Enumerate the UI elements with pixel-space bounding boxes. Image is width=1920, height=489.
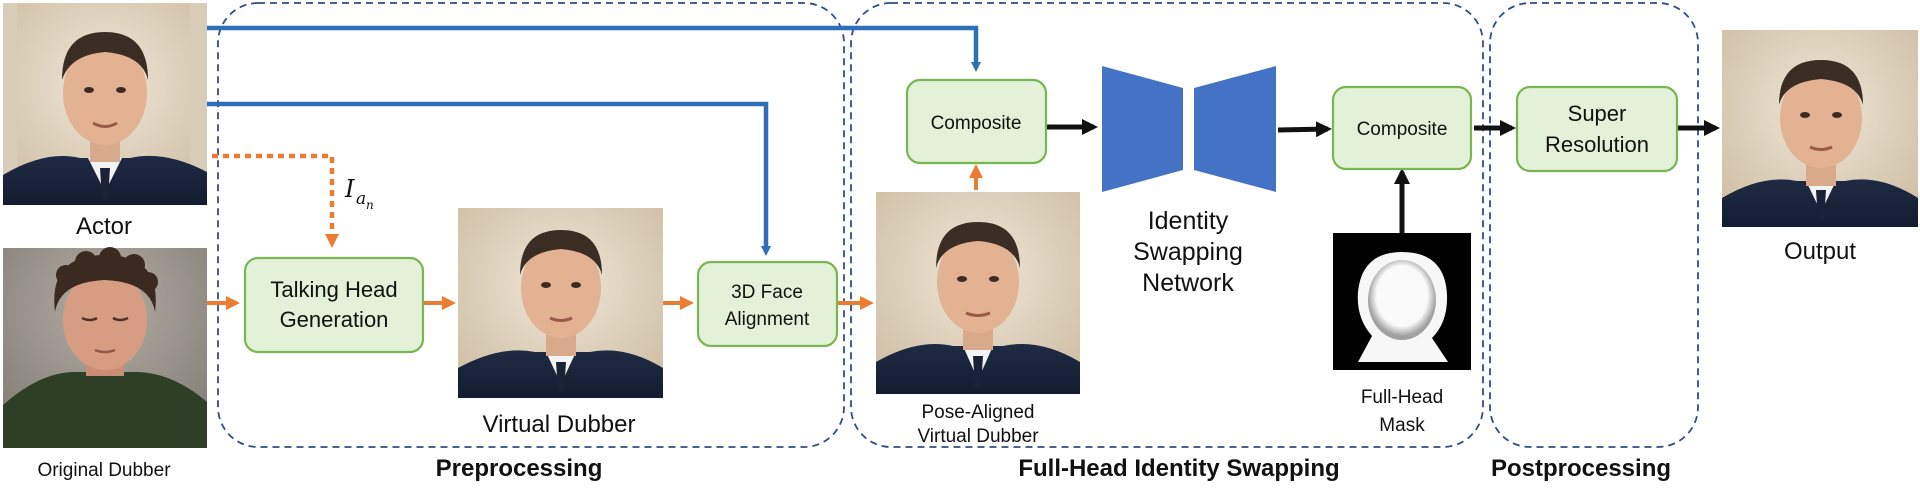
super-resolution-label-1: Super xyxy=(1568,101,1627,126)
network-to-composite-arrow xyxy=(1277,121,1332,138)
full-head-mask xyxy=(1333,233,1471,370)
actor-to-alignment-arrow xyxy=(207,101,771,256)
identity-swapping-network-icon xyxy=(1102,66,1276,192)
composite-label-1: Composite xyxy=(931,113,1022,134)
network-label-1: Identity xyxy=(1148,207,1229,235)
mask-label-2: Mask xyxy=(1379,415,1425,436)
math-sub: a xyxy=(356,189,366,209)
super-resolution-label-2: Resolution xyxy=(1545,132,1649,157)
actor-to-composite-arrow xyxy=(207,25,981,72)
virtual-dubber-photo xyxy=(458,208,663,398)
preprocessing-region xyxy=(217,2,845,448)
pose-aligned-photo xyxy=(876,192,1080,394)
pose-aligned-label-1: Pose-Aligned xyxy=(921,402,1034,423)
face-alignment-label-1: 3D Face xyxy=(731,282,803,303)
swapping-title: Full-Head Identity Swapping xyxy=(1018,455,1339,482)
composite-box-1: Composite xyxy=(905,78,1048,165)
face-alignment-label-2: Alignment xyxy=(725,309,810,330)
actor-audio-arrow xyxy=(212,153,339,248)
actor-label: Actor xyxy=(76,213,132,240)
output-photo xyxy=(1722,30,1918,227)
pose-aligned-label-2: Virtual Dubber xyxy=(917,426,1039,447)
mask-label-1: Full-Head xyxy=(1361,387,1443,408)
network-label-2: Swapping xyxy=(1133,238,1243,266)
original-dubber-label: Original Dubber xyxy=(37,460,171,481)
preprocessing-title: Preprocessing xyxy=(436,455,603,482)
output-label: Output xyxy=(1784,238,1856,265)
swapping-region xyxy=(850,2,1484,448)
math-subsub: n xyxy=(366,198,374,212)
postprocessing-title: Postprocessing xyxy=(1491,455,1671,482)
talking-head-generation-box: Talking Head Generation xyxy=(243,256,425,354)
postprocessing-region xyxy=(1489,2,1699,448)
network-label-3: Network xyxy=(1142,269,1234,297)
talking-head-label-1: Talking Head xyxy=(270,277,397,302)
actor-photo xyxy=(3,3,207,205)
actor-audio-math-label: I a n xyxy=(344,175,374,212)
original-dubber-photo xyxy=(3,247,207,448)
super-resolution-box: Super Resolution xyxy=(1515,85,1679,173)
talking-head-label-2: Generation xyxy=(280,307,389,332)
virtual-dubber-label: Virtual Dubber xyxy=(483,411,636,438)
composite-label-2: Composite xyxy=(1357,119,1448,140)
math-base: I xyxy=(344,175,355,203)
composite-box-2: Composite xyxy=(1331,85,1473,171)
face-alignment-box: 3D Face Alignment xyxy=(696,260,839,348)
